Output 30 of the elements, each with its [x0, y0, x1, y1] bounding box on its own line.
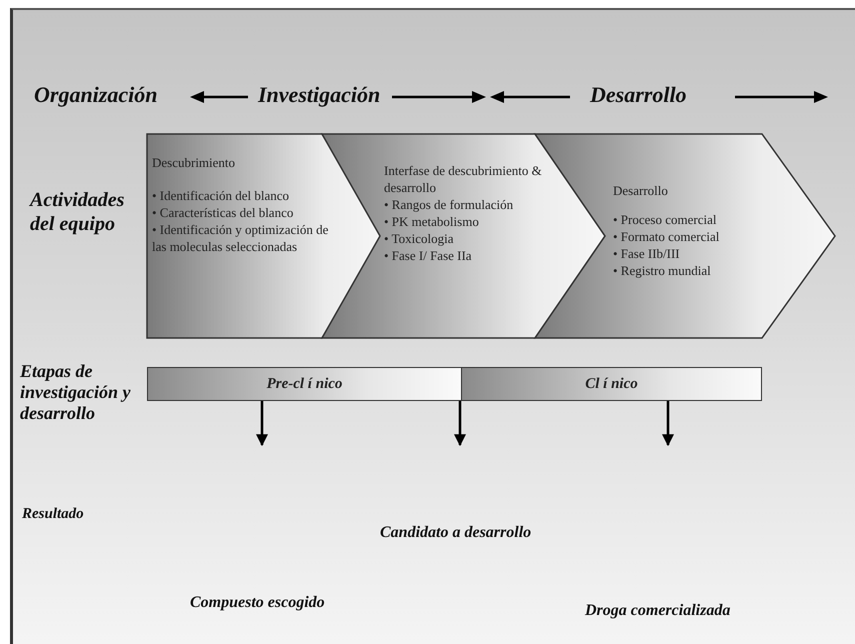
label-text: Actividades del equipo [30, 188, 126, 236]
label-text: Candidato a desarrollo [380, 524, 532, 542]
phase-label: Pre-cl í nico [266, 376, 342, 392]
label-text: Investigación [258, 82, 380, 108]
label-text: Compuesto escogido [190, 594, 325, 612]
bullet-item: • PK metabolismo [384, 213, 479, 230]
bullet-item: • Identificación y optimización de las moleculas seleccionadas [152, 221, 330, 255]
bullet-item: • Características del blanco [152, 204, 294, 221]
bullet-item: • Formato comercial [613, 228, 720, 245]
bullet-item: • Identificación del blanco [152, 187, 290, 204]
bullet-item: • Rangos de formulación [384, 196, 514, 213]
label-text: Desarrollo [590, 82, 687, 108]
label-text: Organización [34, 82, 158, 108]
bullet-item: • Toxicologia [384, 230, 454, 247]
label-text: Resultado [22, 506, 84, 523]
bullet-item: • Fase IIb/III [613, 245, 680, 262]
arrow [256, 401, 268, 446]
stage-heading: Descubrimiento [152, 154, 236, 171]
bullet-item: • Fase I/ Fase IIa [384, 247, 472, 264]
arrow [454, 401, 466, 446]
stage-heading: Desarrollo [613, 182, 668, 199]
phase-bar [147, 367, 462, 401]
phase-bar [461, 367, 762, 401]
bullet-item: • Registro mundial [613, 262, 711, 279]
label-text: Droga comercializada [585, 602, 730, 620]
label-text: Etapas de investigación y desarrollo [20, 361, 132, 424]
phase-label: Cl í nico [585, 376, 638, 392]
arrow [662, 401, 674, 446]
stage-heading: Interfase de descubrimiento & desarrollo [384, 162, 543, 196]
bullet-item: • Proceso comercial [613, 211, 716, 228]
